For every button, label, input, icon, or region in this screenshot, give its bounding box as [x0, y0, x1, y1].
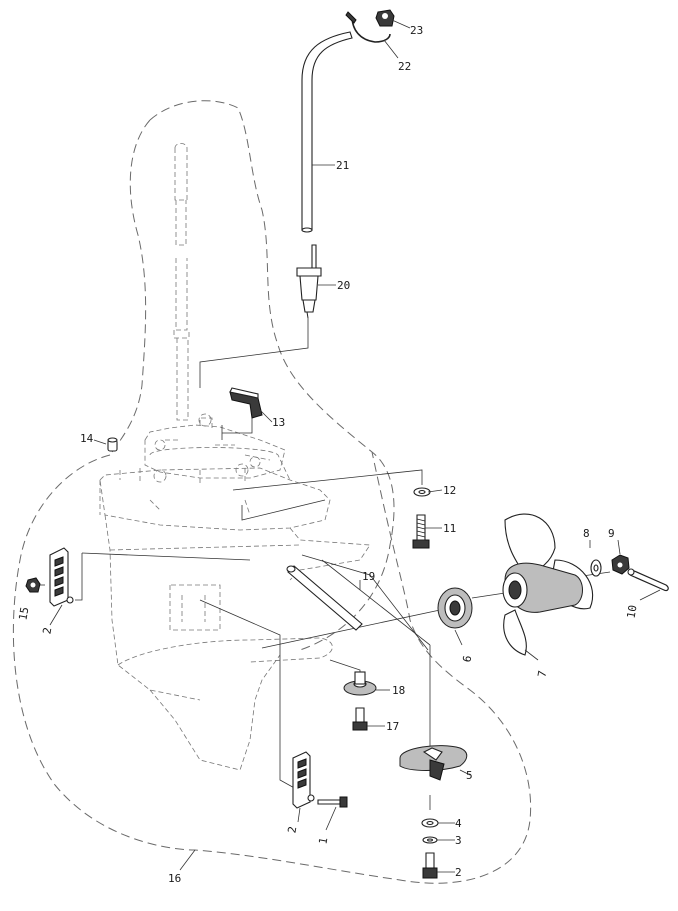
callout-12: 11	[443, 522, 456, 535]
callout-22: 21	[336, 159, 349, 172]
callout-1: 1	[316, 837, 330, 846]
washer-9	[590, 559, 602, 577]
trim-tab-19	[343, 671, 377, 696]
grommet-nut	[375, 9, 395, 27]
callout-16: 15	[16, 606, 31, 621]
callout-4: 3	[455, 834, 462, 847]
dowel-pin	[107, 437, 118, 452]
nut-16	[25, 577, 41, 593]
propeller	[502, 513, 594, 656]
callout-18: 17	[386, 720, 399, 733]
upper-casing-outline	[149, 100, 395, 651]
callout-23: 22	[398, 60, 411, 73]
gearcase-group-outline	[12, 451, 532, 884]
callout-7: 6	[460, 655, 474, 664]
washer-4	[422, 836, 438, 844]
cotter-pin	[627, 568, 669, 592]
anode-block-lower	[292, 751, 315, 809]
drive-shaft	[173, 143, 190, 421]
callout-2-lower: 2	[285, 825, 299, 834]
tube-grommet	[296, 244, 322, 319]
washer-5	[421, 818, 439, 828]
callout-17: 16	[168, 872, 181, 885]
bracket-14	[229, 387, 263, 419]
callout-2-upper: 2	[40, 626, 54, 635]
upper-casing-outline-left	[109, 119, 151, 456]
callout-19: 18	[392, 684, 405, 697]
callout-lines	[40, 19, 661, 873]
callout-13: 12	[443, 484, 456, 497]
bolt-3	[422, 852, 438, 879]
screw-1	[317, 796, 348, 808]
callout-15: 14	[80, 432, 94, 445]
callout-labels: 23 22 21 20 13 14 12 11 19 8 9 10 15 2 6…	[16, 24, 639, 885]
callout-14: 13	[272, 416, 285, 429]
callout-24: 23	[410, 24, 423, 37]
thrust-hub	[437, 587, 473, 629]
tube-clip	[345, 11, 391, 43]
water-pump-base	[144, 413, 286, 479]
callout-5: 4	[455, 817, 462, 830]
callout-20: 19	[362, 570, 375, 583]
callout-9: 8	[583, 527, 590, 540]
gearcase-body	[99, 447, 371, 771]
callout-21: 20	[337, 279, 350, 292]
shaft-20	[286, 565, 363, 631]
propeller-nut	[611, 554, 630, 575]
callout-10: 9	[608, 527, 615, 540]
bolt-18	[352, 707, 368, 731]
callout-6: 5	[466, 769, 473, 782]
callout-11: 10	[625, 604, 640, 619]
callout-3: 2	[455, 866, 462, 879]
anode-block-upper	[49, 547, 74, 607]
washer-13	[413, 487, 431, 497]
anode-plate-6	[399, 745, 468, 781]
water-tube	[301, 31, 353, 233]
bolt-12	[412, 514, 430, 549]
callout-8: 7	[535, 670, 549, 679]
